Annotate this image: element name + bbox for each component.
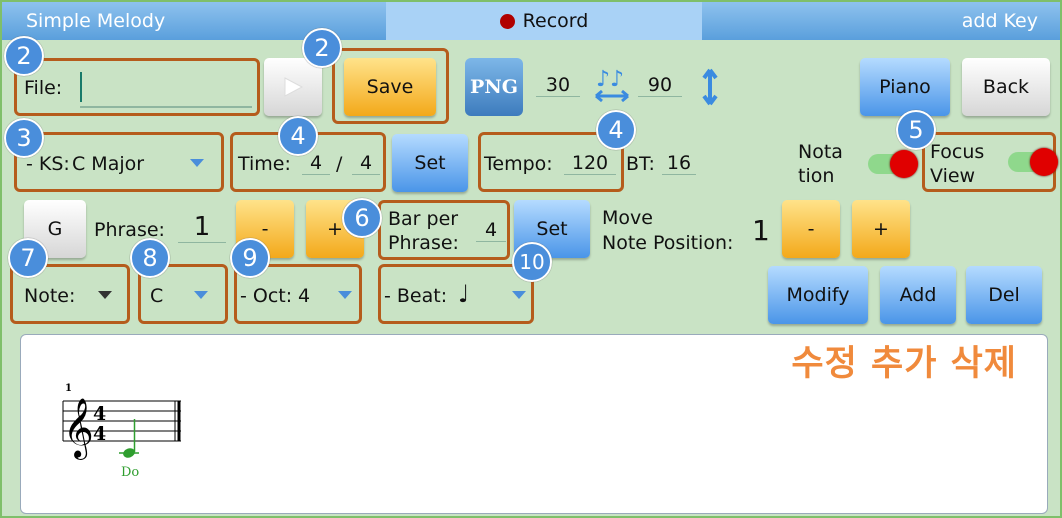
move-label-line2: Note Position: xyxy=(602,232,734,254)
octave-highlight-box xyxy=(234,264,362,324)
record-icon xyxy=(499,13,515,29)
pitch-highlight-box xyxy=(138,264,228,324)
badge-8: 8 xyxy=(130,238,170,278)
bar-per-phrase-input[interactable]: 4 xyxy=(476,219,506,242)
chevron-down-icon xyxy=(98,291,112,299)
save-highlight-box xyxy=(332,48,449,124)
focus-view-toggle[interactable] xyxy=(1008,148,1058,176)
back-button[interactable]: Back xyxy=(962,58,1050,116)
tempo-input[interactable]: 120 xyxy=(564,152,616,175)
play-icon xyxy=(284,77,304,97)
png-icon-label: PNG xyxy=(470,76,518,98)
time-denominator-input[interactable]: 4 xyxy=(352,152,380,175)
time-signature-bottom: 4 xyxy=(93,423,106,445)
vertical-arrows-icon[interactable] xyxy=(700,66,720,108)
chevron-down-icon xyxy=(512,291,526,299)
speed-left-value[interactable]: 30 xyxy=(536,74,580,97)
notation-toggle-knob xyxy=(890,150,918,178)
notation-toggle[interactable] xyxy=(868,150,918,178)
octave-value: 4 xyxy=(298,285,311,307)
measure-number: 1 xyxy=(65,383,72,394)
file-label: File: xyxy=(24,77,63,99)
time-signature-top: 4 xyxy=(93,403,106,425)
add-key-link[interactable]: add Key xyxy=(961,10,1038,32)
key-signature-highlight-box xyxy=(14,132,224,192)
bar-per-phrase-label-line1: Bar per xyxy=(388,208,459,230)
bt-label: BT: xyxy=(626,153,655,175)
note-highlight-box xyxy=(10,264,130,324)
bt-input[interactable]: 16 xyxy=(662,152,696,175)
key-signature-select[interactable]: - KS: C Major xyxy=(24,142,214,182)
del-button[interactable]: Del xyxy=(966,266,1042,324)
bar-per-phrase-label-line2: Phrase: xyxy=(388,232,459,254)
badge-7: 7 xyxy=(8,238,48,278)
title-bar: Simple Melody Record add Key xyxy=(2,2,1060,40)
time-set-button[interactable]: Set xyxy=(392,134,468,192)
score-canvas[interactable]: 수정 추가 삭제 1 𝄞 4 4 Do xyxy=(20,334,1048,514)
note-type-select[interactable]: Note: xyxy=(18,274,122,314)
modify-button[interactable]: Modify xyxy=(768,266,868,324)
piano-button[interactable]: Piano xyxy=(860,58,950,116)
notation-label-line1: Nota xyxy=(798,141,843,163)
badge-4-tempo: 4 xyxy=(596,110,636,150)
chevron-down-icon xyxy=(190,159,204,167)
key-signature-value: C Major xyxy=(72,153,145,175)
png-export-button[interactable]: PNG xyxy=(465,58,523,116)
move-label-line1: Move xyxy=(602,207,653,229)
record-button[interactable]: Record xyxy=(386,2,702,40)
focus-view-toggle-knob xyxy=(1030,148,1058,176)
badge-5: 5 xyxy=(896,110,936,150)
file-input[interactable] xyxy=(80,70,252,108)
badge-9: 9 xyxy=(230,238,270,278)
add-button[interactable]: Add xyxy=(880,266,956,324)
note-name-label: Do xyxy=(121,465,140,480)
tempo-label: Tempo: xyxy=(484,153,553,175)
focus-label-line1: Focus xyxy=(930,141,985,163)
treble-clef-icon: 𝄞 xyxy=(63,398,94,460)
badge-2-file: 2 xyxy=(4,36,44,76)
badge-4-time: 4 xyxy=(278,116,318,156)
note-position-value: 1 xyxy=(752,214,770,247)
note-position-plus-button[interactable]: + xyxy=(852,200,910,258)
note-position-minus-button[interactable]: - xyxy=(782,200,840,258)
chevron-down-icon xyxy=(338,291,352,299)
phrase-label: Phrase: xyxy=(94,219,165,241)
quarter-note-icon: ♩ xyxy=(458,280,470,308)
time-numerator-input[interactable]: 4 xyxy=(302,152,330,175)
octave-select[interactable]: - Oct: 4 xyxy=(238,274,358,314)
record-label: Record xyxy=(522,10,589,32)
beat-select[interactable]: - Beat: ♩ xyxy=(382,274,530,314)
bar-per-phrase-highlight-box xyxy=(378,200,510,260)
notation-label-line2: tion xyxy=(798,165,835,187)
badge-10: 10 xyxy=(512,242,552,282)
badge-6: 6 xyxy=(342,198,382,238)
pitch-select[interactable]: C xyxy=(144,274,222,314)
time-separator: / xyxy=(336,153,343,175)
badge-2-save: 2 xyxy=(302,28,342,68)
beat-highlight-box xyxy=(378,264,534,324)
notes-swap-icon[interactable]: ♪♪ xyxy=(592,64,632,108)
tempo-highlight-box xyxy=(478,132,624,192)
phrase-value: 1 xyxy=(178,212,226,243)
app-title: Simple Melody xyxy=(26,10,166,32)
korean-annotation: 수정 추가 삭제 xyxy=(791,344,1017,384)
save-button[interactable]: Save xyxy=(344,58,436,116)
text-cursor xyxy=(80,72,82,102)
play-button[interactable] xyxy=(264,58,322,116)
badge-3: 3 xyxy=(4,118,44,158)
file-highlight-box xyxy=(14,58,260,116)
chevron-down-icon xyxy=(194,291,208,299)
speed-right-value[interactable]: 90 xyxy=(638,74,682,97)
time-label: Time: xyxy=(238,153,291,175)
svg-text:♪♪: ♪♪ xyxy=(596,67,624,92)
music-staff: 1 𝄞 4 4 xyxy=(62,383,181,460)
focus-label-line2: View xyxy=(930,165,976,187)
note-do[interactable] xyxy=(119,419,139,459)
